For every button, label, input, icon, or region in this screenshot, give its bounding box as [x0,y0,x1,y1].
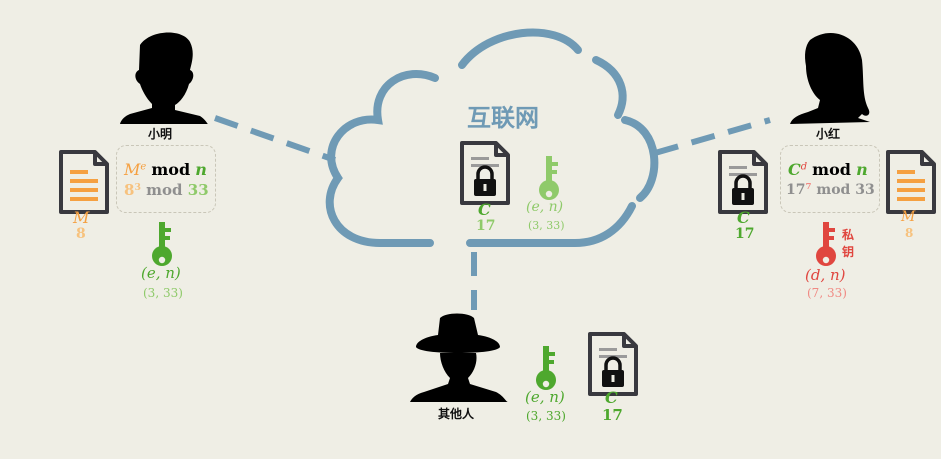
eve-avatar [410,313,508,402]
bob-message-document-icon [886,150,936,214]
bob-private-key-icon [816,222,836,266]
alice-formula-box [116,145,216,213]
bob-name: 小红 [816,127,841,141]
bob-cipher-value: 17 [735,226,755,242]
bob-formula-box [780,145,880,213]
internet-cloud [325,28,659,247]
alice-formula-numeric: 83 mod 33 [124,181,209,199]
alice-pubkey-value: (3, 33) [143,286,183,300]
internet-pubkey-value: (3, 33) [528,219,565,232]
internet-pubkey-symbol: (e, n) [526,199,564,215]
alice-name: 小明 [148,127,173,141]
bob-cipher-document-icon [718,150,768,214]
alice-message-symbol: M [73,208,90,227]
alice-message-document-icon [59,150,109,214]
internet-cipher-value: 17 [476,218,496,234]
bob-formula-numeric: 177 mod 33 [786,182,875,198]
eve-cipher-symbol: C [605,388,618,407]
bob-privkey-symbol: (d, n) [805,266,846,284]
eve-cipher-document-icon [588,332,638,396]
connection-lines [214,115,771,310]
bob-avatar [790,32,870,124]
bob-cipher-symbol: C [737,208,750,227]
eve-cipher-value: 17 [602,406,623,424]
eve-public-key-icon [536,346,556,390]
bob-privkey-label-top: 私 [842,228,855,242]
internet-cipher-document-icon [460,141,510,205]
alice-public-key-icon [152,222,172,266]
internet-public-key-icon [539,156,559,200]
alice-avatar [120,32,208,125]
internet-cipher-symbol: C [478,200,491,219]
eve-name: 其他人 [438,407,475,421]
bob-privkey-value: (7, 33) [807,286,847,300]
alice-message-value: 8 [76,226,86,242]
bob-message-value: 8 [905,226,914,240]
bob-formula: Cd mod n [788,160,868,179]
bob-connection [654,117,771,156]
eve-pubkey-symbol: (e, n) [525,388,565,406]
alice-connection [214,115,336,163]
bob-privkey-label-bottom: 钥 [842,245,855,259]
alice-formula: Me mod n [124,160,207,179]
bob-message-symbol: M [901,209,916,225]
alice-pubkey-symbol: (e, n) [141,264,181,282]
internet-title: 互联网 [467,104,539,132]
eve-pubkey-value: (3, 33) [526,409,566,423]
